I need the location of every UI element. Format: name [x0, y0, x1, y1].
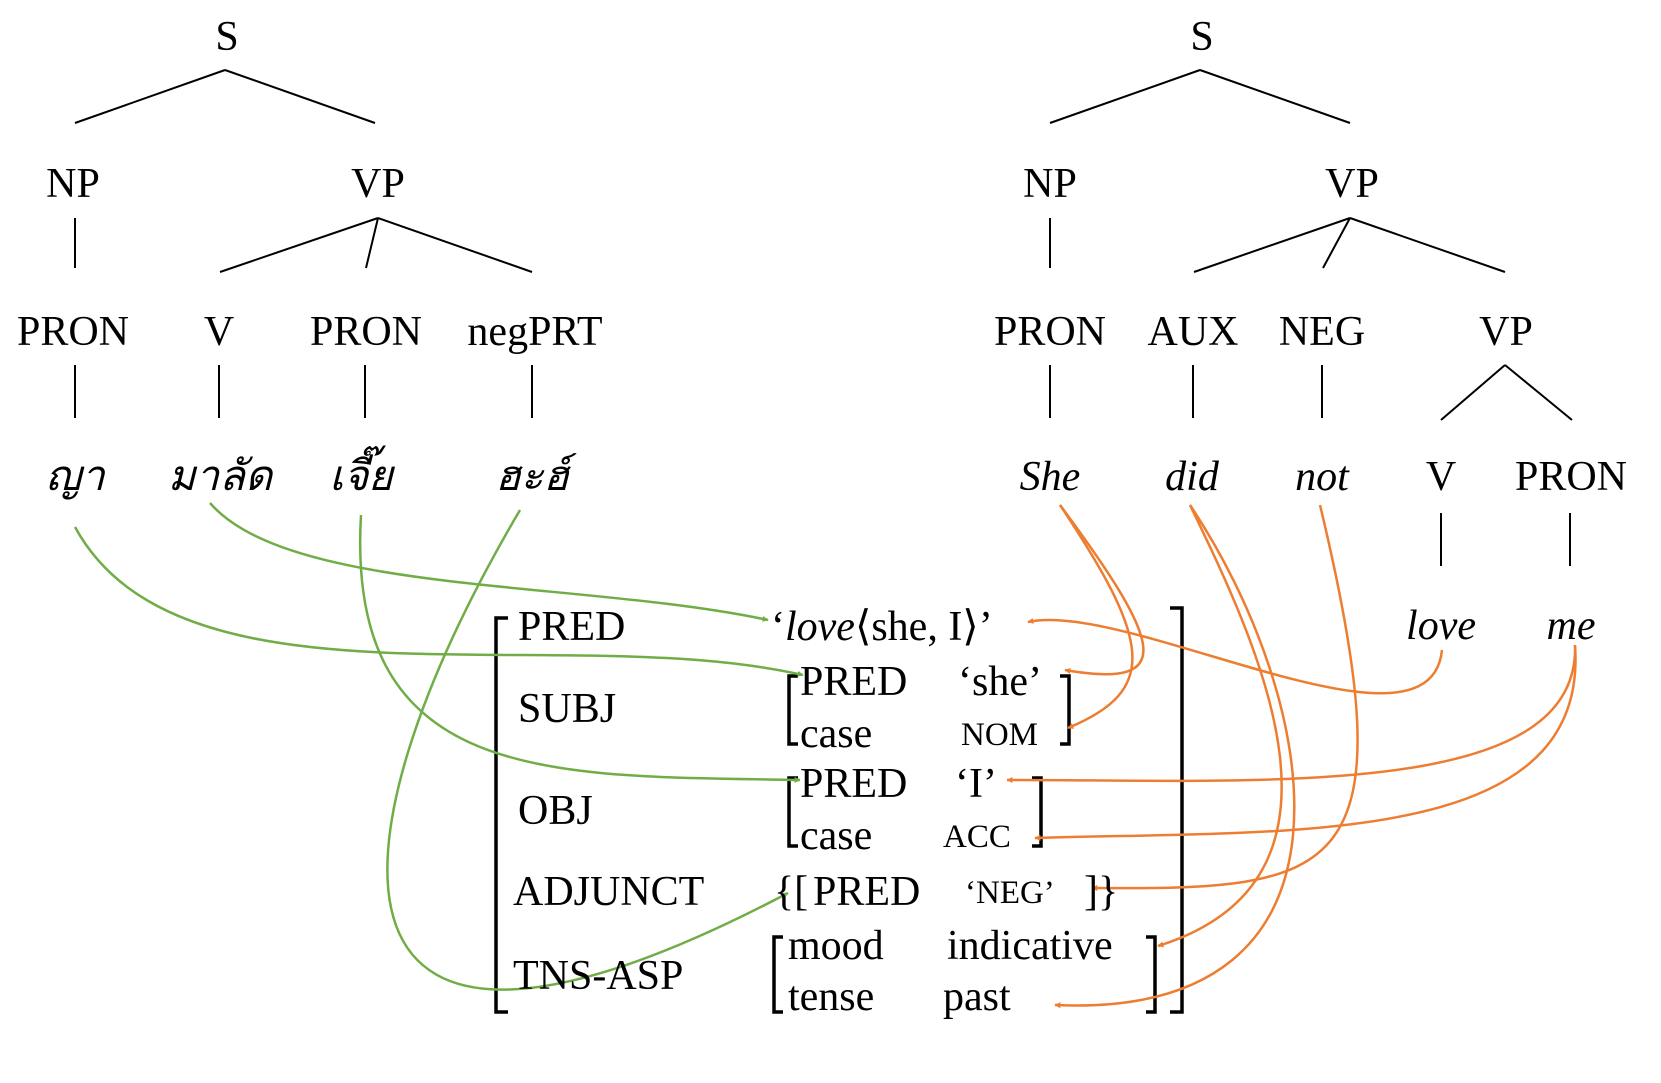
english-tree-pos-neg: NEG [1278, 309, 1366, 355]
english-tree-pos-aux: AUX [1147, 309, 1239, 355]
fs-attr-subj: SUBJ [518, 686, 617, 732]
thai-tree-pos-pron2: PRON [309, 309, 423, 355]
thai-tree-branches [74, 69, 533, 418]
english-tree-s-node: S [1190, 14, 1214, 60]
fs-attr-adjunct: ADJUNCT [513, 869, 705, 915]
thai-tree-np-node: NP [46, 161, 100, 207]
fs-attr-pred: PRED [518, 604, 626, 650]
english-word-did: did [1165, 454, 1219, 500]
fs-attr-tns-asp: TNS-ASP [513, 953, 684, 999]
fs-pred-value: ‘love⟨she, I⟩’ [771, 604, 993, 650]
fs-subj-case-attr: case [800, 711, 873, 757]
thai-word-3: เจี๊ย [329, 454, 393, 500]
thai-word-1: ญา [45, 454, 105, 500]
fs-obj-pred-attr: PRED [800, 761, 908, 807]
fs-obj-pred-value: ‘I’ [955, 761, 997, 807]
fstructure-brackets [494, 606, 1184, 1014]
thai-mapping-arrows [73, 502, 804, 991]
thai-tree-pos-v: V [203, 309, 235, 355]
english-tree-branches [1049, 69, 1573, 566]
fs-subj-case-value: NOM [961, 717, 1039, 753]
fs-adjunct-pred-value: ‘NEG’ [965, 875, 1055, 911]
thai-tree-vp-node: VP [351, 161, 405, 207]
thai-word-2: มาลัด [167, 454, 273, 500]
fs-subj-pred-attr: PRED [800, 659, 908, 705]
english-tree-vp-node: VP [1325, 161, 1379, 207]
thai-word-4: ฮะฮ์ [495, 454, 569, 500]
fs-tns-mood-attr: mood [788, 923, 884, 969]
english-tree-pos-pron: PRON [993, 309, 1107, 355]
thai-tree-s-node: S [215, 14, 239, 60]
english-word-me: me [1546, 603, 1596, 649]
fs-attr-obj: OBJ [518, 788, 593, 834]
thai-tree-pos-pron1: PRON [16, 309, 130, 355]
english-word-love: love [1406, 603, 1476, 649]
fs-tns-tense-attr: tense [788, 974, 875, 1020]
fs-tns-tense-value: past [943, 974, 1011, 1020]
fs-tns-mood-value: indicative [947, 923, 1113, 969]
fs-adjunct-open-brackets: {[ [774, 869, 809, 915]
fs-obj-case-value: ACC [943, 819, 1011, 855]
english-tree-inner-vp-node: VP [1479, 309, 1533, 355]
fs-subj-pred-value: ‘she’ [958, 659, 1042, 705]
thai-tree-pos-negprt: negPRT [467, 309, 603, 355]
english-word-she: She [1019, 454, 1081, 500]
fs-adjunct-pred-attr: PRED [813, 869, 921, 915]
english-tree-pos-v: V [1425, 454, 1457, 500]
english-mapping-arrows [1006, 504, 1577, 1009]
english-tree-pos-pron-me: PRON [1514, 454, 1628, 500]
english-word-not: not [1295, 454, 1349, 500]
english-tree-np-node: NP [1023, 161, 1077, 207]
fs-obj-case-attr: case [800, 813, 873, 859]
fs-adjunct-close-brackets: ]} [1084, 869, 1119, 915]
